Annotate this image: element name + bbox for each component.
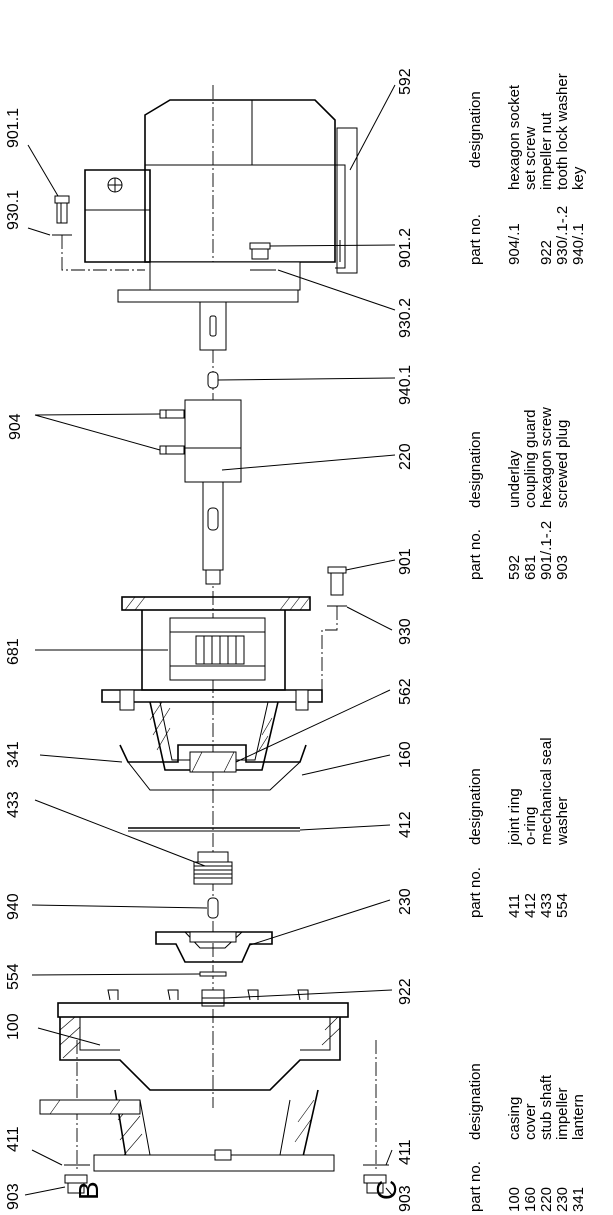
table-designation: set screw [522, 126, 539, 190]
table-header-part-no: part no. [467, 214, 484, 265]
table-designation: lantern [570, 1094, 587, 1140]
table-designation: casing [506, 1097, 523, 1140]
leader-lines [24, 84, 396, 1196]
callout-901: 901 [397, 548, 414, 575]
axis-901 [321, 606, 338, 690]
table-part-no: 100 [506, 1187, 523, 1212]
callout-160: 160 [397, 741, 414, 768]
plug-903-b [64, 1174, 88, 1194]
table-part-no: 433 [538, 893, 555, 918]
callout-411-bottom: 411 [397, 1139, 414, 1165]
table-designation: screwed plug [554, 420, 571, 508]
table-part-no: 592 [506, 555, 523, 580]
mechanical-seal [193, 851, 233, 885]
table-part-no: 930/.1-.2 [554, 206, 571, 265]
table-part-no: 412 [522, 893, 539, 918]
screw-901-1 [54, 195, 70, 224]
callout-903-top: 903 [5, 1183, 22, 1210]
table-designation: impeller [554, 1087, 571, 1140]
callout-554: 554 [5, 963, 22, 990]
callout-901-2: 901.2 [397, 228, 414, 268]
table-header-designation: designation [467, 1063, 484, 1140]
table-designation: tooth lock washer [554, 73, 571, 190]
table-designation: mechanical seal [538, 737, 555, 845]
table-part-no: 901/.1-.2 [538, 521, 555, 580]
table-part-no: 922 [538, 240, 555, 265]
callout-592: 592 [397, 68, 414, 95]
axis-901-1 [61, 235, 145, 271]
callout-411-top: 411 [5, 1126, 22, 1152]
motor [84, 99, 358, 351]
table-designation: hexagon screw [538, 407, 555, 508]
table-designation: cover [522, 1103, 539, 1140]
casing [39, 989, 349, 1172]
plug-903-c [363, 1174, 387, 1194]
table-part-no: 411 [506, 894, 523, 918]
table-designation: o-ring [522, 807, 539, 845]
screw-901-2 [249, 242, 271, 260]
callout-100: 100 [5, 1013, 22, 1040]
parts-table: part no. designation 100 casing 160 cove… [467, 73, 587, 1212]
table-part-no: 903 [554, 555, 571, 580]
port-label-c: C [371, 1180, 402, 1200]
coupling-guard [169, 617, 266, 681]
table-designation: joint ring [506, 788, 523, 846]
callout-922: 922 [397, 978, 414, 1005]
impeller [155, 931, 273, 963]
table-designation: coupling guard [522, 410, 539, 508]
table-part-no: 341 [570, 1187, 587, 1212]
callout-433: 433 [5, 791, 22, 818]
table-part-no: 160 [522, 1187, 539, 1212]
callout-412: 412 [397, 811, 414, 838]
callout-220: 220 [397, 443, 414, 470]
table-designation: washer [554, 797, 571, 846]
table-designation: impeller nut [538, 112, 555, 190]
callout-904: 904 [7, 413, 24, 440]
table-part-no: 554 [554, 893, 571, 918]
table-designation: underlay [506, 450, 523, 508]
table-designation: hexagon socket [506, 84, 523, 190]
callout-903-bottom: 903 [397, 1185, 414, 1212]
table-header-designation: designation [467, 91, 484, 168]
table-header-part-no: part no. [467, 1161, 484, 1212]
table-header-designation: designation [467, 768, 484, 845]
table-header-part-no: part no. [467, 529, 484, 580]
table-designation: key [570, 166, 587, 190]
key-940 [207, 897, 219, 919]
callout-930: 930 [397, 618, 414, 645]
table-part-no: 904/.1 [506, 223, 523, 265]
callout-940: 940 [5, 893, 22, 920]
callout-681: 681 [5, 638, 22, 665]
washer-554 [199, 971, 227, 977]
table-header-part-no: part no. [467, 867, 484, 918]
callout-940-1: 940.1 [397, 365, 414, 405]
table-header-designation: designation [467, 431, 484, 508]
table-part-no: 220 [538, 1187, 555, 1212]
callout-901-1: 901.1 [5, 108, 22, 148]
callout-341: 341 [5, 741, 22, 768]
table-part-no: 940/.1 [570, 223, 587, 265]
screw-901 [327, 566, 347, 596]
table-part-no: 681 [522, 555, 539, 580]
callout-230: 230 [397, 888, 414, 915]
callout-562: 562 [397, 678, 414, 705]
callout-930-1: 930.1 [5, 190, 22, 230]
cover [119, 744, 307, 791]
key-940-1 [207, 371, 219, 389]
stub-shaft [159, 399, 242, 585]
callout-930-2: 930.2 [397, 298, 414, 338]
port-label-b: B [73, 1181, 104, 1200]
table-designation: stub shaft [538, 1074, 555, 1140]
table-part-no: 230 [554, 1187, 571, 1212]
